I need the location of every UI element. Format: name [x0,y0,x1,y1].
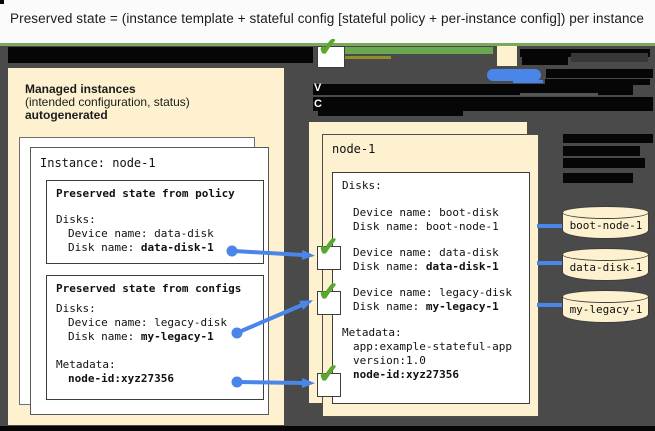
redaction-bar [545,79,650,85]
cylinder-top [562,290,649,303]
legacy-disk-value: my-legacy-1 [425,300,499,313]
blue-scribble-line [513,80,543,83]
policy-disk-value: data-disk-1 [140,241,214,254]
check-icon: ✓ [317,360,339,388]
cylinder-top [562,206,649,219]
redaction-bar [313,84,633,95]
policy-disk-prefix: Disk name: [68,241,141,254]
connector-boot-disk [537,224,563,228]
cylinder-top [562,248,649,261]
bottom-border [0,426,655,431]
policy-disks-label: Disks: [56,213,96,226]
metadata-version-line: version:1.0 [353,354,426,367]
redaction-bar [563,146,640,156]
redaction-bar [522,56,568,65]
data-device-line: Device name: data-disk [353,246,499,259]
redaction-line-gray [520,93,598,96]
check-icon: ✓ [317,233,339,261]
configs-disk-line: Disk name: my-legacy-1 [68,330,214,343]
checkbox-data-disk: ✓ [317,234,341,270]
configs-disks-label: Disks: [56,302,96,315]
node-panel-title: node-1 [332,142,376,156]
title-bar [0,0,655,43]
connector-data-disk [537,261,563,265]
redaction-bar [546,69,653,78]
disk-cylinder-data: data-disk-1 [562,248,650,283]
left-panel-heading: Managed instances [25,82,136,96]
redaction-bar [318,111,463,116]
policy-disk-line: Disk name: data-disk-1 [68,241,214,254]
blue-scribble [487,69,541,81]
remnant-glyph-v: V [314,82,322,94]
check-icon: ✓ [317,278,339,306]
configs-device-line: Device name: legacy-disk [68,316,227,329]
left-panel-subheading-bold: autogenerated [25,108,108,122]
redaction-bar [8,47,313,63]
green-connector-bar [343,47,493,54]
configs-box-title: Preserved state from configs [56,282,242,295]
cream-chip [497,46,517,66]
left-panel-subheading: (intended configuration, status) [25,95,190,109]
redaction-bar [313,97,653,111]
checkbox-node-id: ✓ [317,361,341,397]
disk-label-boot: boot-node-1 [569,219,643,232]
disk-label-data: data-disk-1 [569,261,643,274]
configs-disk-prefix: Disk name: [68,330,141,343]
corner-mark [0,0,4,4]
policy-device-line: Device name: data-disk [68,227,214,240]
disk-cylinder-legacy: my-legacy-1 [562,290,650,325]
node-disks-box [332,172,530,404]
redaction-bar [563,134,653,143]
connector-legacy-disk [537,303,563,307]
data-disk-value: data-disk-1 [425,260,499,273]
preserved-state-configs-box [46,275,264,400]
olive-underline [345,56,391,59]
remnant-glyph-c: C [314,98,322,110]
redaction-bar [563,158,645,168]
checkbox-top: ✓ [317,34,345,68]
node-metadata-label: Metadata: [342,326,402,339]
green-divider [0,43,655,46]
check-icon: ✓ [317,34,339,61]
legacy-disk-line: Disk name: my-legacy-1 [353,300,499,313]
checkbox-legacy-disk: ✓ [317,279,341,315]
disk-cylinder-boot: boot-node-1 [562,206,650,241]
data-disk-prefix: Disk name: [353,260,426,273]
diagram-title: Preserved state = (instance template + s… [10,11,645,26]
configs-disk-value: my-legacy-1 [140,330,214,343]
boot-device-line: Device name: boot-disk [353,206,499,219]
legacy-disk-prefix: Disk name: [353,300,426,313]
configs-metadata-value: node-id:xyz27356 [68,372,174,385]
metadata-node-id-line: node-id:xyz27356 [353,368,459,381]
configs-metadata-label: Metadata: [56,358,116,371]
disk-label-legacy: my-legacy-1 [569,303,643,316]
data-disk-line: Disk name: data-disk-1 [353,260,499,273]
metadata-app-line: app:example-stateful-app [353,340,512,353]
policy-box-title: Preserved state from policy [56,187,235,200]
boot-disk-line: Disk name: boot-node-1 [353,220,499,233]
node-disks-label: Disks: [342,179,382,192]
instance-card-title: Instance: node-1 [40,156,156,170]
redaction-bar [563,173,633,183]
redaction-bar-gray [571,53,648,62]
legacy-device-line: Device name: legacy-disk [353,286,512,299]
